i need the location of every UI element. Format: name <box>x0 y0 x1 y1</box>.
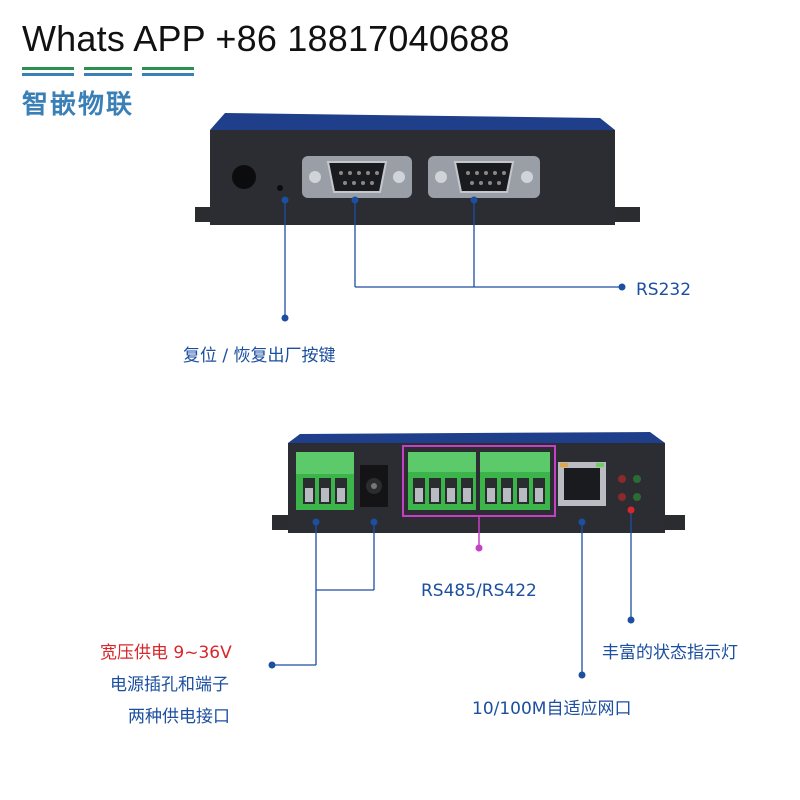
top-device-lid <box>210 113 615 130</box>
rs485-terminal-blocks <box>408 452 550 510</box>
status-leds <box>618 475 641 501</box>
power-jack-hole <box>232 165 256 189</box>
contact-header: Whats APP +86 18817040688 <box>22 18 510 59</box>
top-device-face <box>210 130 615 225</box>
bottom-device <box>272 432 685 533</box>
top-device <box>195 113 640 225</box>
power-terminal-block <box>296 452 354 510</box>
brand-logo-lines <box>22 67 194 76</box>
rs232-label: RS232 <box>636 280 692 300</box>
reset-label: 复位 / 恢复出厂按键 <box>183 346 336 366</box>
power-label-line3: 两种供电接口 <box>128 707 230 727</box>
power-label-line1: 宽压供电 9~36V <box>100 643 232 663</box>
brand-name: 智嵌物联 <box>22 90 135 120</box>
ethernet-port <box>558 462 606 506</box>
rs485-label: RS485/RS422 <box>421 581 537 601</box>
leds-label: 丰富的状态指示灯 <box>602 643 738 663</box>
reset-button <box>277 185 283 191</box>
db9-connector-2 <box>428 156 540 198</box>
ethernet-label: 10/100M自适应网口 <box>472 699 632 719</box>
dc-jack <box>360 465 388 507</box>
top-callout-lines <box>284 200 622 318</box>
power-label-line2: 电源插孔和端子 <box>110 675 229 695</box>
bottom-callout-lines <box>272 510 632 675</box>
db9-connector-1 <box>302 156 412 198</box>
bottom-device-lid <box>288 432 665 443</box>
